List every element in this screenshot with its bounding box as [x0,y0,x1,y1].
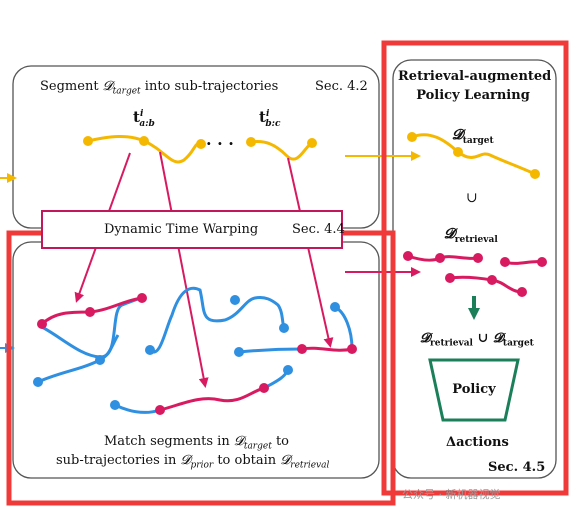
match-line1-prefix: Match segments in [104,434,234,449]
match-line2-mid: to obtain [213,453,281,468]
match-line1-sub: target [243,441,272,452]
subtraj-right-main: t [259,108,266,126]
subtraj-right-sup: i [265,109,270,119]
policy-d-target-math: 𝓓 [452,127,463,143]
actions-label: Δactions [446,435,509,450]
ellipsis-dots: · · · [206,134,234,153]
policy-d-target-sub: target [462,135,494,146]
segment-title: Segment 𝓓target into sub-trajectories [40,79,278,97]
dtw-label: Dynamic Time Warping [104,222,259,237]
segment-title-math: 𝓓 [102,79,113,94]
policy-section: Sec. 4.5 [488,460,546,475]
subtraj-left-sub: a:b [139,119,155,129]
match-line1-math: 𝓓 [233,434,244,449]
subtraj-left-main: t [133,108,140,126]
match-line2-math2: 𝓓 [280,453,291,468]
dtw-section: Sec. 4.4 [292,222,345,237]
policy-d-retrieval-math: 𝓓 [444,226,455,242]
segment-section: Sec. 4.2 [315,79,368,94]
match-line1-suffix: to [271,434,290,449]
policy-combined-sub1: retrieval [429,338,473,349]
policy-combined-union: ∪ [472,331,493,346]
match-line-2: sub-trajectories in 𝓓prior to obtain 𝓓re… [56,453,329,471]
policy-title-line-2: Policy Learning [416,88,530,103]
policy-d-retrieval-sub: retrieval [454,234,498,245]
dtw-box [41,210,343,249]
policy-retrieval-trajectories [403,251,547,297]
policy-combined-dataset: 𝓓retrieval ∪ 𝓓target [420,331,534,349]
match-line2-math: 𝓓 [180,453,191,468]
matched-segments [37,296,357,415]
watermark: 公众号 · 新机器视觉 [402,488,501,501]
policy-combined-math1: 𝓓 [420,331,430,346]
subtraj-label-right: tib:c [259,108,280,129]
segment-title-sub: target [112,86,141,97]
policy-label: Policy [452,382,496,397]
match-line2-prefix: sub-trajectories in [56,453,181,468]
match-line2-sub2: retrieval [290,460,330,471]
policy-combined-math2: 𝓓 [492,331,503,346]
target-trajectory [83,135,317,164]
subtraj-label-left: tia:b [133,108,155,129]
policy-d-target: 𝓓target [452,127,494,146]
subtraj-left-sup: i [139,109,144,119]
policy-target-trajectory [407,132,540,179]
match-line-1: Match segments in 𝓓target to [104,434,289,452]
policy-title-line-1: Retrieval-augmented [398,69,552,84]
segment-title-prefix: Segment [40,79,103,94]
match-line2-sub: prior [190,460,214,471]
policy-d-retrieval: 𝓓retrieval [444,226,498,245]
policy-network-shape [428,358,520,422]
subtraj-right-sub: b:c [265,119,281,129]
policy-combined-sub2: target [502,338,534,349]
policy-highlight-box [381,40,569,496]
segment-title-suffix: into sub-trajectories [140,79,279,94]
policy-union-symbol: ∪ [466,190,478,206]
